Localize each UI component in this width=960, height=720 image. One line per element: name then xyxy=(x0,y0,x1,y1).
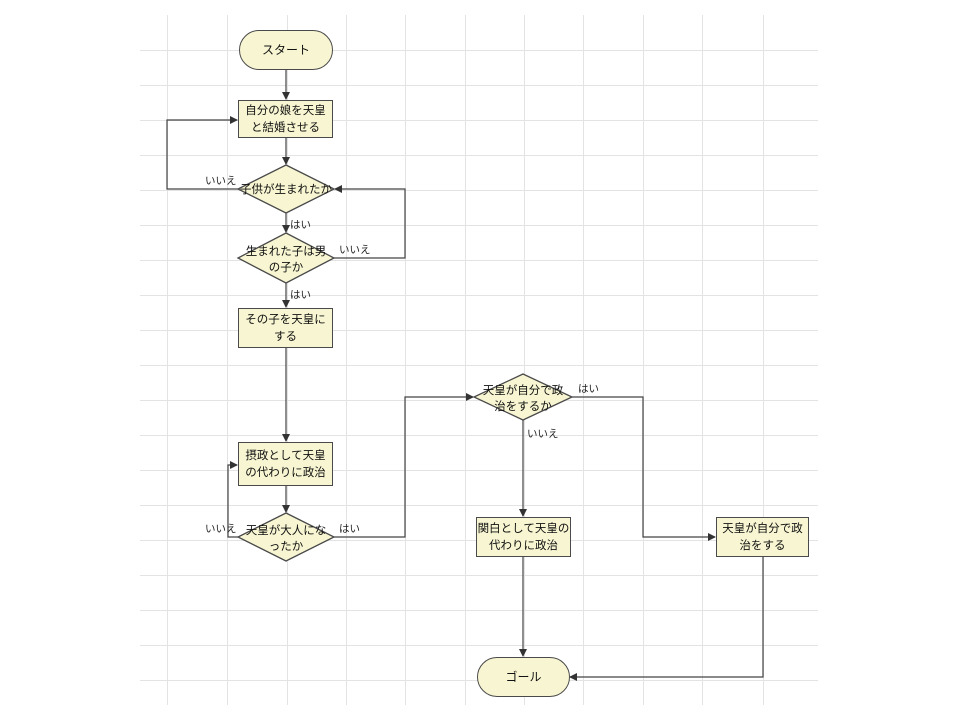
process-make-emperor-label: その子を天皇にする xyxy=(245,312,326,343)
goal-terminal[interactable]: ゴール xyxy=(477,657,570,697)
grid-line-h xyxy=(140,505,818,506)
decision-grown-up[interactable]: 天皇が大人になったか xyxy=(240,521,332,555)
grid-line-h xyxy=(140,365,818,366)
grid-line-h xyxy=(140,155,818,156)
edge-grown-yes xyxy=(334,393,474,538)
decision-child-born[interactable]: 子供が生まれたか xyxy=(238,180,334,198)
label-child-no: いいえ xyxy=(205,175,237,187)
decision-child-born-label: 子供が生まれたか xyxy=(240,182,332,196)
decision-is-boy-label: 生まれた子は男の子か xyxy=(245,244,327,274)
grid-line-v xyxy=(643,15,644,705)
grid-line-v xyxy=(524,15,525,705)
edge-self-yes xyxy=(572,396,716,541)
grid-line-v xyxy=(583,15,584,705)
decision-grown-up-shape xyxy=(236,512,336,562)
label-self-yes: はい xyxy=(578,383,599,395)
grid-line-v xyxy=(465,15,466,705)
grid-line-h xyxy=(140,225,818,226)
process-marry[interactable]: 自分の娘を天皇と結婚させる xyxy=(238,100,333,138)
grid-line-v xyxy=(346,15,347,705)
grid-line-h xyxy=(140,575,818,576)
decision-grown-up-label: 天皇が大人になったか xyxy=(245,523,327,553)
grid-line-h xyxy=(140,120,818,121)
process-kanpaku[interactable]: 関白として天皇の代わりに政治 xyxy=(476,517,571,557)
process-self-rule-label: 天皇が自分で政治をする xyxy=(722,521,803,552)
process-sessho[interactable]: 摂政として天皇の代わりに政治 xyxy=(238,442,333,486)
grid-line-h xyxy=(140,435,818,436)
edge-grown-no-loop xyxy=(227,461,238,538)
label-boy-no: いいえ xyxy=(339,244,371,256)
grid-line-h xyxy=(140,610,818,611)
grid-line-h xyxy=(140,260,818,261)
edge-boy-no-loop xyxy=(334,185,406,259)
start-terminal[interactable]: スタート xyxy=(239,30,333,70)
grid-line-v xyxy=(763,15,764,705)
grid-line-h xyxy=(140,330,818,331)
grid-line-v xyxy=(227,15,228,705)
grid-line-h xyxy=(140,50,818,51)
process-kanpaku-label: 関白として天皇の代わりに政治 xyxy=(477,521,570,552)
grid-line-h xyxy=(140,85,818,86)
decision-is-boy[interactable]: 生まれた子は男の子か xyxy=(240,242,332,276)
label-child-yes: はい xyxy=(290,219,311,231)
start-label: スタート xyxy=(261,42,310,57)
label-grown-no: いいえ xyxy=(205,523,237,535)
grid-line-v xyxy=(702,15,703,705)
edge-selfrule-to-goal xyxy=(569,557,764,681)
edge-child-no-loop xyxy=(166,116,238,190)
grid-line-h xyxy=(140,645,818,646)
grid-line-v xyxy=(405,15,406,705)
grid-line-h xyxy=(140,470,818,471)
grid-line-v xyxy=(287,15,288,705)
decision-self-rule-label: 天皇が自分で政治をするか xyxy=(482,383,564,413)
label-grown-yes: はい xyxy=(339,523,360,535)
process-sessho-label: 摂政として天皇の代わりに政治 xyxy=(245,448,326,479)
grid-line-h xyxy=(140,400,818,401)
goal-label: ゴール xyxy=(505,669,542,684)
grid-line-h xyxy=(140,295,818,296)
process-make-emperor[interactable]: その子を天皇にする xyxy=(238,308,333,348)
label-boy-yes: はい xyxy=(290,289,311,301)
decision-self-rule[interactable]: 天皇が自分で政治をするか xyxy=(478,381,568,415)
grid-line-h xyxy=(140,190,818,191)
process-self-rule[interactable]: 天皇が自分で政治をする xyxy=(716,517,809,557)
process-marry-label: 自分の娘を天皇と結婚させる xyxy=(245,103,326,134)
grid-line-v xyxy=(167,15,168,705)
label-self-no: いいえ xyxy=(527,428,559,440)
